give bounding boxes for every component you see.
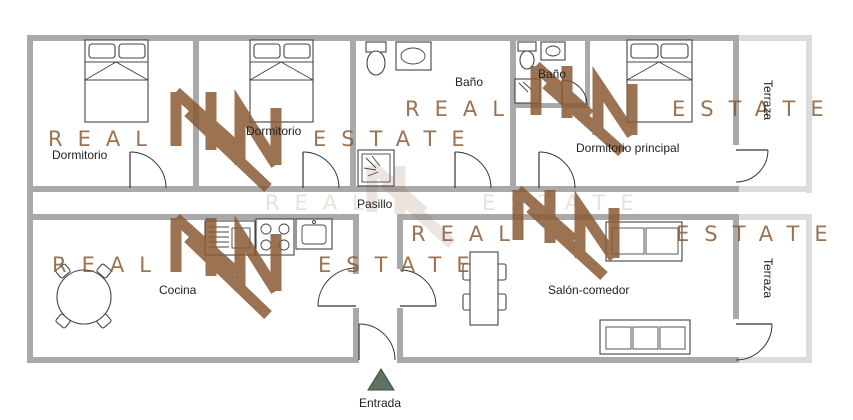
- sink-icon: [295, 218, 333, 250]
- svg-text:REAL: REAL: [405, 97, 519, 121]
- room-labels: Dormitorio Dormitorio Baño Baño Dormitor…: [52, 67, 775, 298]
- room-label-terraza-bottom: Terraza: [761, 258, 775, 298]
- room-label-bano: Baño: [455, 75, 483, 89]
- door-icon: [538, 151, 576, 189]
- door-icon: [454, 151, 492, 189]
- watermark: REAL ESTATE REAL ESTATE REAL ESTATE REAL…: [48, 61, 843, 319]
- svg-text:ESTATE: ESTATE: [676, 222, 843, 246]
- room-label-cocina: Cocina: [159, 283, 197, 297]
- sofa-icon: [599, 319, 691, 355]
- logo-icon: [512, 185, 620, 281]
- shower-icon: [357, 149, 395, 187]
- sink-icon: [540, 41, 566, 61]
- logo-icon: [170, 87, 282, 192]
- svg-text:REAL: REAL: [52, 253, 166, 277]
- svg-text:REAL: REAL: [411, 222, 525, 246]
- sink-icon: [395, 41, 432, 71]
- room-label-bano-2: Baño: [538, 67, 566, 81]
- svg-text:ESTATE: ESTATE: [672, 97, 839, 121]
- doors: [129, 79, 773, 361]
- entrance-marker: Entrada: [359, 368, 401, 410]
- door-icon: [302, 151, 340, 189]
- door-icon: [317, 267, 357, 307]
- room-label-pasillo: Pasillo: [357, 197, 393, 211]
- logo-icon: [530, 61, 638, 157]
- door-icon: [735, 323, 773, 361]
- room-label-terraza-top: Terraza: [761, 80, 775, 120]
- svg-text:ESTATE: ESTATE: [313, 127, 480, 151]
- entrance-door-icon: [358, 323, 396, 361]
- round-table-icon: [55, 263, 112, 329]
- room-label-dormitorio-2: Dormitorio: [246, 124, 302, 138]
- svg-text:ESTATE: ESTATE: [482, 191, 649, 215]
- door-icon: [735, 149, 769, 183]
- toilet-icon: [365, 41, 387, 76]
- svg-text:ESTATE: ESTATE: [318, 253, 485, 277]
- door-icon: [129, 151, 167, 189]
- entrance-arrow-icon: [367, 368, 395, 391]
- svg-text:REAL: REAL: [48, 127, 162, 151]
- room-label-salon: Salón-comedor: [548, 283, 629, 297]
- logo-icon: [170, 213, 282, 319]
- door-icon: [399, 269, 437, 307]
- dining-table-icon: [462, 251, 507, 326]
- entrance-label: Entrada: [359, 396, 401, 410]
- room-label-dormitorio-principal: Dormitorio principal: [576, 141, 679, 155]
- svg-text:REAL: REAL: [265, 191, 379, 215]
- room-label-dormitorio: Dormitorio: [52, 148, 108, 162]
- bed-icon: [84, 39, 149, 123]
- toilet-icon: [517, 41, 537, 70]
- logo-icon: [366, 161, 456, 249]
- bed-icon: [626, 39, 693, 123]
